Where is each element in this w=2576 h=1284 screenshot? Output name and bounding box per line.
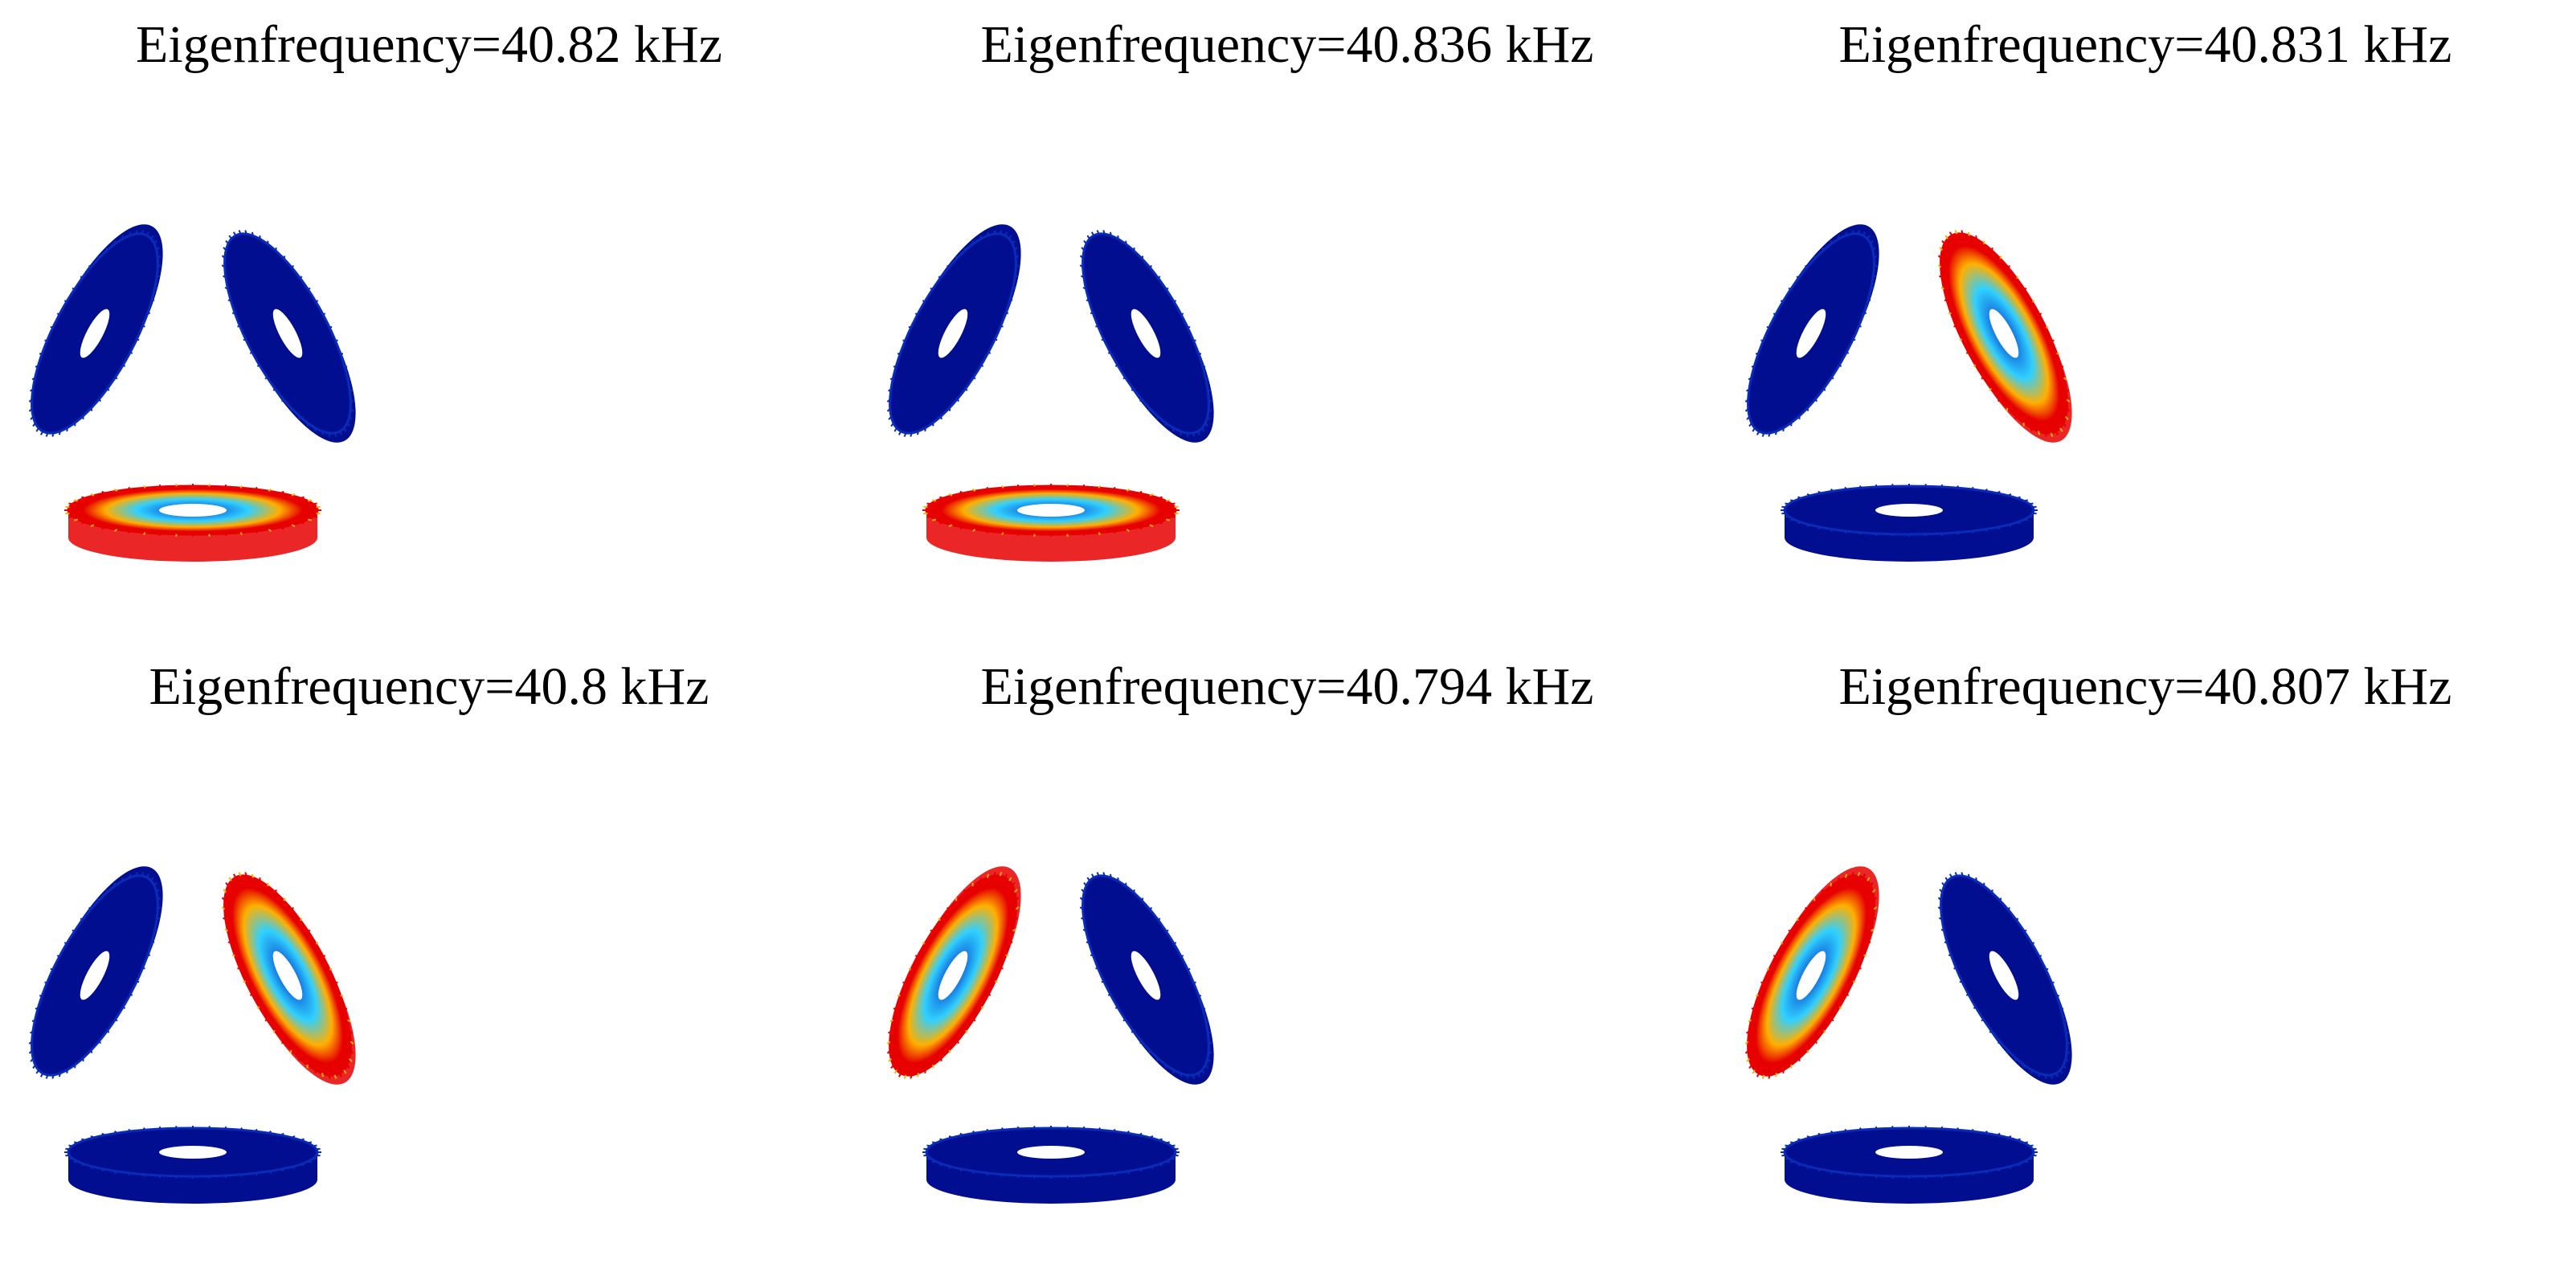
mode-panel-2: Eigenfrequency=40.836 kHz [858,0,1716,642]
panel-title: Eigenfrequency=40.807 kHz [1838,657,2452,716]
ring-teeth [221,230,354,437]
ring-right-static [1079,230,1214,443]
ring-right-static [1937,872,2072,1085]
ring-hole [1989,951,2019,1000]
ring-hole [272,309,303,358]
ring-bottom-excited [922,484,1180,562]
ring-bottom-static [922,1126,1180,1204]
ring-teeth [64,484,321,537]
ring-hole [159,504,227,517]
ring-mode-plot [28,224,356,562]
ring-teeth [221,872,354,1079]
ring-teeth [922,484,1180,537]
panel-title: Eigenfrequency=40.82 kHz [136,15,722,74]
mode-panel-4: Eigenfrequency=40.8 kHz [0,642,858,1284]
ring-hole [1131,951,1161,1000]
ring-hole [1796,309,1826,358]
mode-panel-3: Eigenfrequency=40.831 kHz [1716,0,2574,642]
panel-title: Eigenfrequency=40.836 kHz [980,15,1594,74]
ring-left-excited [1744,866,1879,1079]
ring-hole [1131,309,1161,358]
mode-panel-1: Eigenfrequency=40.82 kHz [0,0,858,642]
ring-teeth [1937,872,2071,1079]
ring-hole [80,309,110,358]
ring-teeth [1744,230,1878,437]
ring-hole [1796,951,1826,1000]
ring-mode-plot [1744,224,2072,562]
panel-title: Eigenfrequency=40.794 kHz [980,657,1594,716]
ring-hole [1875,504,1943,517]
mode-panel-5: Eigenfrequency=40.794 kHz [858,642,1716,1284]
ring-teeth [1079,230,1212,437]
ring-mode-plot [886,866,1214,1204]
ring-teeth [1937,230,2071,437]
ring-hole [938,309,968,358]
ring-left-static [28,866,163,1079]
ring-hole [1017,1146,1085,1159]
ring-hole [272,951,303,1000]
ring-hole [1989,309,2019,358]
ring-mode-plot [28,866,356,1204]
ring-bottom-excited [64,484,321,562]
ring-hole [80,951,110,1000]
ring-mode-plot [886,224,1214,562]
ring-teeth [922,1126,1180,1179]
ring-hole [938,951,968,1000]
panel-title: Eigenfrequency=40.8 kHz [149,657,709,716]
ring-left-static [1744,224,1879,437]
ring-teeth [28,230,162,437]
ring-hole [1017,504,1085,517]
ring-left-static [28,224,163,437]
ring-hole [1875,1146,1943,1159]
ring-bottom-static [1781,484,2038,562]
mode-panel-6: Eigenfrequency=40.807 kHz [1716,642,2574,1284]
ring-teeth [886,872,1020,1079]
panel-title: Eigenfrequency=40.831 kHz [1838,15,2452,74]
ring-hole [159,1146,227,1159]
ring-teeth [1781,1126,2038,1179]
ring-bottom-static [1781,1126,2038,1204]
ring-bottom-static [64,1126,321,1204]
ring-teeth [1781,484,2038,537]
ring-mode-plot [1744,866,2072,1204]
ring-teeth [1744,872,1878,1079]
ring-left-static [886,224,1021,437]
ring-teeth [1079,872,1212,1079]
ring-right-static [221,230,356,443]
ring-right-static [1079,872,1214,1085]
ring-right-excited [1937,230,2072,443]
ring-right-excited [221,872,356,1085]
ring-teeth [64,1126,321,1179]
ring-left-excited [886,866,1021,1079]
ring-teeth [886,230,1020,437]
ring-teeth [28,872,162,1079]
